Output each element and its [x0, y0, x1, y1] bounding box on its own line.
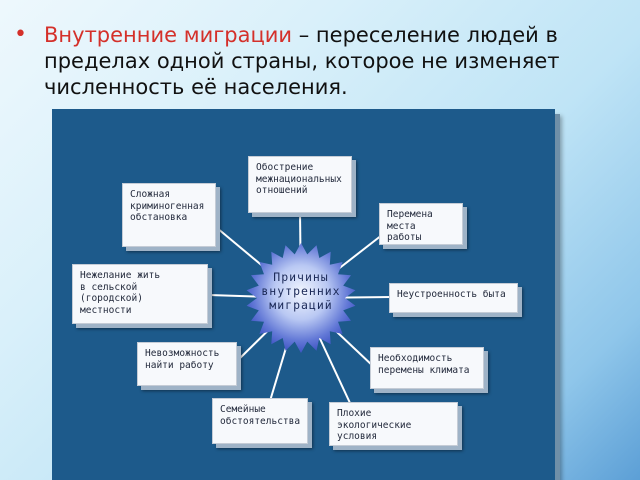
cause-box-4: Необходимость перемены климата — [370, 347, 484, 389]
center-label: Причины внутренних миграций — [261, 270, 341, 312]
causes-diagram: Причины внутренних миграций Обострение м… — [52, 109, 555, 480]
cause-box-7: Невозможность найти работу — [137, 342, 237, 386]
cause-box-3: Неустроенность быта — [389, 283, 518, 313]
burst-shape-icon — [246, 243, 356, 353]
cause-box-1: Обострение межнациональных отношений — [248, 156, 352, 213]
center-burst: Причины внутренних миграций — [245, 242, 357, 354]
definition-text: Внутренние миграции – переселение людей … — [44, 22, 624, 100]
cause-box-9: Сложная криминогенная обстановка — [122, 183, 216, 247]
cause-box-5: Плохие экологические условия — [329, 402, 458, 446]
cause-box-2: Перемена места работы — [379, 203, 463, 245]
cause-box-6: Семейные обстоятельства — [212, 398, 308, 444]
definition-body: – переселение людей в пределах одной стр… — [44, 23, 560, 99]
definition-bullet: • Внутренние миграции – переселение люде… — [14, 22, 624, 100]
bullet-marker: • — [14, 22, 27, 47]
cause-box-8: Нежелание жить в сельской (городской) ме… — [72, 264, 208, 324]
definition-term: Внутренние миграции — [44, 23, 293, 47]
